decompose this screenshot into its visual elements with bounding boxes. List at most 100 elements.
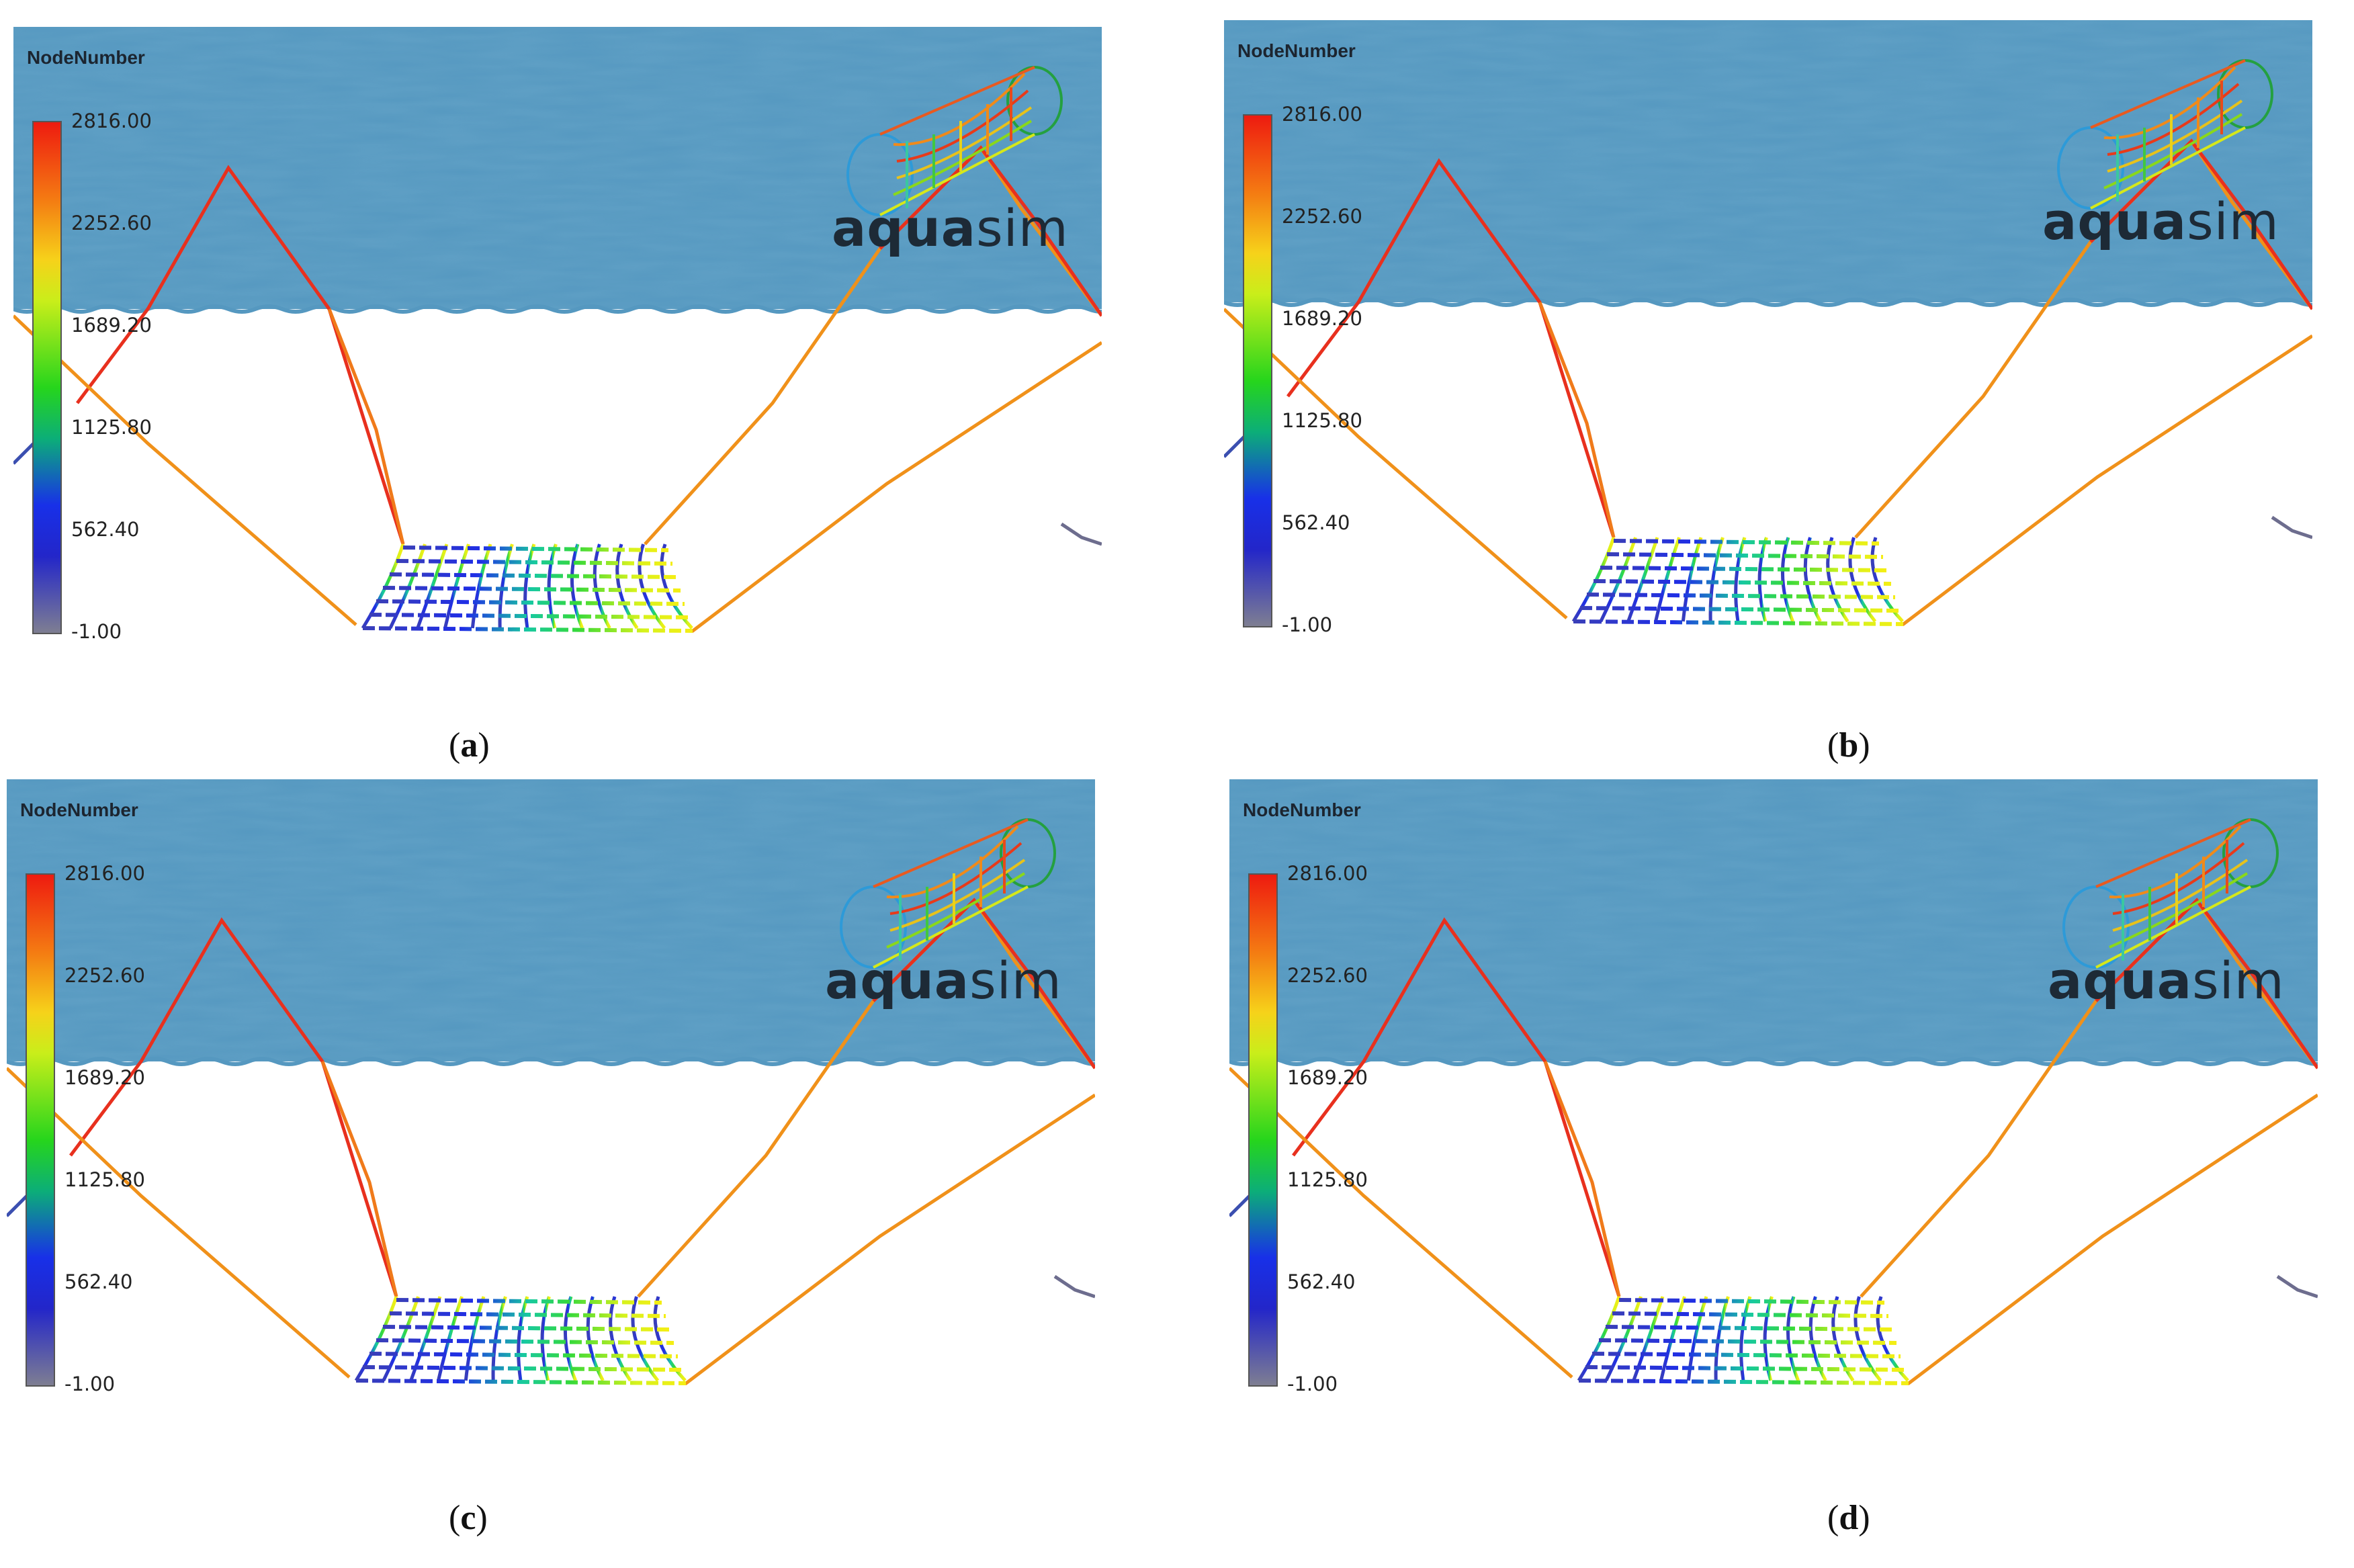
simulation-view: [13, 27, 1102, 633]
net-mesh-line: [389, 1311, 666, 1318]
net-mesh-line: [540, 1296, 551, 1381]
right-float-rope: [879, 145, 1102, 317]
net-mesh-line: [638, 543, 666, 629]
net-mesh-line: [1599, 537, 1637, 623]
panel-b: NodeNumber 2816.00 2252.60 1689.20 1125.…: [1224, 20, 2312, 692]
net-mesh-line: [1708, 537, 1725, 622]
net-mesh-line: [1739, 1296, 1752, 1381]
right-anchor-tail: [2271, 515, 2312, 539]
net-mesh-line: [523, 543, 536, 629]
net-mesh-line: [1626, 537, 1659, 622]
legend-tick: -1.00: [71, 620, 122, 643]
legend-tick: 2816.00: [1282, 103, 1362, 126]
right-anchor-line: [1901, 334, 2312, 626]
aquasim-logo-icon: [2057, 59, 2273, 210]
net-mesh-line: [354, 1296, 398, 1382]
net-mesh-line: [1854, 1296, 1882, 1382]
aquasim-wordmark: aquasim: [825, 951, 1062, 1010]
net-mesh-line: [1786, 1296, 1800, 1381]
legend-tick: 2816.00: [64, 862, 145, 885]
legend-tick: 1125.80: [1287, 1168, 1368, 1191]
net-mesh-line: [402, 546, 669, 552]
net-mesh-line: [1632, 1296, 1665, 1381]
left-float-rope-lower: [1543, 1061, 1621, 1297]
left-float-rope-lower: [327, 308, 405, 545]
net-mesh-line: [416, 543, 449, 629]
panel-c: NodeNumber 2816.00 2252.60 1689.20 1125.…: [7, 779, 1095, 1451]
net-mesh-line: [1612, 1311, 1889, 1318]
legend-title: NodeNumber: [27, 47, 145, 68]
legend-tick: 1689.20: [64, 1066, 145, 1089]
aquasim-logo-icon: [846, 66, 1063, 216]
legend-tick: 1125.80: [71, 416, 152, 439]
net-mesh-line: [498, 543, 514, 629]
net-mesh-line: [470, 543, 492, 629]
left-float-rope: [1287, 158, 1616, 538]
legend-tick: 2816.00: [71, 110, 152, 132]
net-mesh-line: [1573, 619, 1904, 626]
left-anchor-line: [1229, 1067, 1573, 1379]
legend-tick: 562.40: [64, 1270, 133, 1293]
net-mesh-line: [1606, 552, 1884, 559]
right-anchor-line: [1907, 1093, 2318, 1385]
legend-tick: 2252.60: [1287, 964, 1368, 987]
net-mesh-line: [547, 543, 558, 629]
panel-d: NodeNumber 2816.00 2252.60 1689.20 1125.…: [1229, 779, 2318, 1451]
wave-line: [1224, 298, 2312, 307]
right-float-rope: [2095, 898, 2318, 1070]
simulation-view: [1224, 20, 2312, 626]
caption-c: (c): [449, 1499, 488, 1537]
left-float-rope: [1292, 917, 1621, 1297]
net-mesh-line: [382, 1296, 420, 1382]
legend-tick: 2252.60: [1282, 205, 1362, 228]
net-mesh-line: [369, 1352, 679, 1358]
fish-net: [354, 1296, 687, 1385]
legend-title: NodeNumber: [1237, 40, 1356, 61]
left-anchor-line: [13, 314, 357, 626]
net-mesh-line: [1593, 579, 1892, 586]
right-anchor-line: [684, 1093, 1095, 1385]
water-texture: [13, 27, 1102, 309]
net-mesh-line: [1613, 539, 1880, 546]
right-anchor-tail: [2276, 1274, 2318, 1299]
water-texture: [1224, 20, 2312, 302]
right-float-rope: [2089, 138, 2312, 310]
right-anchor-tail: [1053, 1274, 1095, 1299]
net-mesh-line: [1763, 1296, 1774, 1381]
net-mesh-line: [517, 1296, 529, 1381]
net-mesh-line: [1848, 537, 1877, 623]
net-mesh-line: [409, 1296, 442, 1381]
fish-net: [1571, 537, 1904, 626]
wave-line: [7, 1057, 1095, 1066]
net-mesh-line: [1757, 537, 1768, 622]
legend-tick: 1125.80: [64, 1168, 145, 1191]
net-mesh-line: [376, 1338, 674, 1345]
net-mesh-line: [464, 1296, 486, 1381]
color-scale-bar: [1248, 873, 1278, 1387]
right-anchor-tail: [1060, 522, 1102, 546]
net-mesh-line: [396, 1298, 662, 1305]
net-mesh-line: [1598, 1338, 1897, 1345]
aquasim-wordmark: aquasim: [832, 198, 1069, 258]
left-anchor-line: [1224, 308, 1568, 619]
net-mesh-line: [570, 543, 584, 629]
net-mesh-line: [362, 1365, 683, 1372]
net-mesh-line: [382, 586, 681, 593]
net-mesh-line: [1780, 537, 1794, 622]
legend-tick: -1.00: [64, 1373, 116, 1395]
water-texture: [1229, 779, 2318, 1061]
water-texture: [7, 779, 1095, 1061]
net-mesh-line: [631, 1296, 660, 1382]
net-mesh-line: [1592, 1352, 1901, 1358]
legend-title: NodeNumber: [20, 799, 138, 820]
fish-net: [1577, 1296, 1909, 1385]
aquasim-wordmark: aquasim: [2048, 951, 2285, 1010]
color-scale-bar: [32, 121, 62, 634]
net-mesh-line: [1579, 606, 1900, 613]
net-mesh-line: [1586, 593, 1896, 599]
legend-tick: 562.40: [1282, 511, 1350, 534]
legend-title: NodeNumber: [1243, 799, 1361, 820]
left-float-rope: [69, 917, 398, 1297]
right-float-rope: [872, 898, 1095, 1070]
legend-tick: 1125.80: [1282, 409, 1362, 432]
